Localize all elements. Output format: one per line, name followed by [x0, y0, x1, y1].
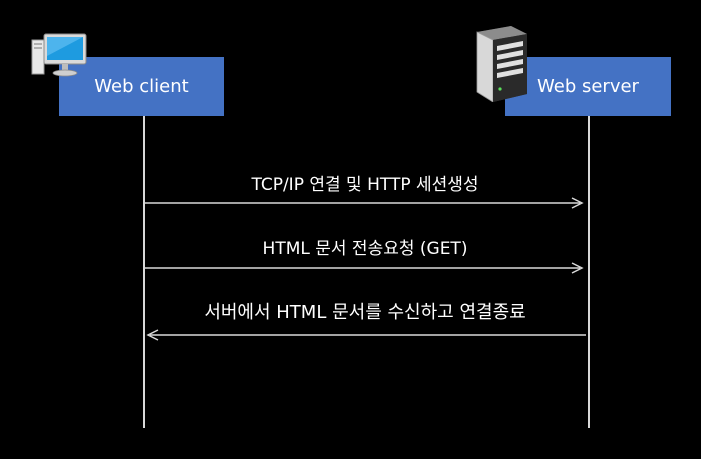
server-lifeline [588, 116, 590, 428]
web-server-box: Web server [505, 57, 671, 116]
message-label-session: TCP/IP 연결 및 HTTP 세션생성 [251, 175, 479, 195]
web-server-label: Web server [537, 76, 639, 97]
message-label-request: HTML 문서 전송요청 (GET) [262, 239, 468, 259]
message-label-close: 서버에서 HTML 문서를 수신하고 연결종료 [204, 302, 526, 323]
web-client-box: Web client [59, 57, 224, 116]
web-client-label: Web client [94, 76, 189, 97]
desktop-computer-icon [31, 33, 87, 77]
arrowhead-request [571, 262, 584, 274]
server-tower-icon [476, 26, 527, 102]
arrowhead-session [571, 197, 584, 209]
arrowhead-close [146, 329, 159, 341]
client-lifeline [143, 116, 145, 428]
